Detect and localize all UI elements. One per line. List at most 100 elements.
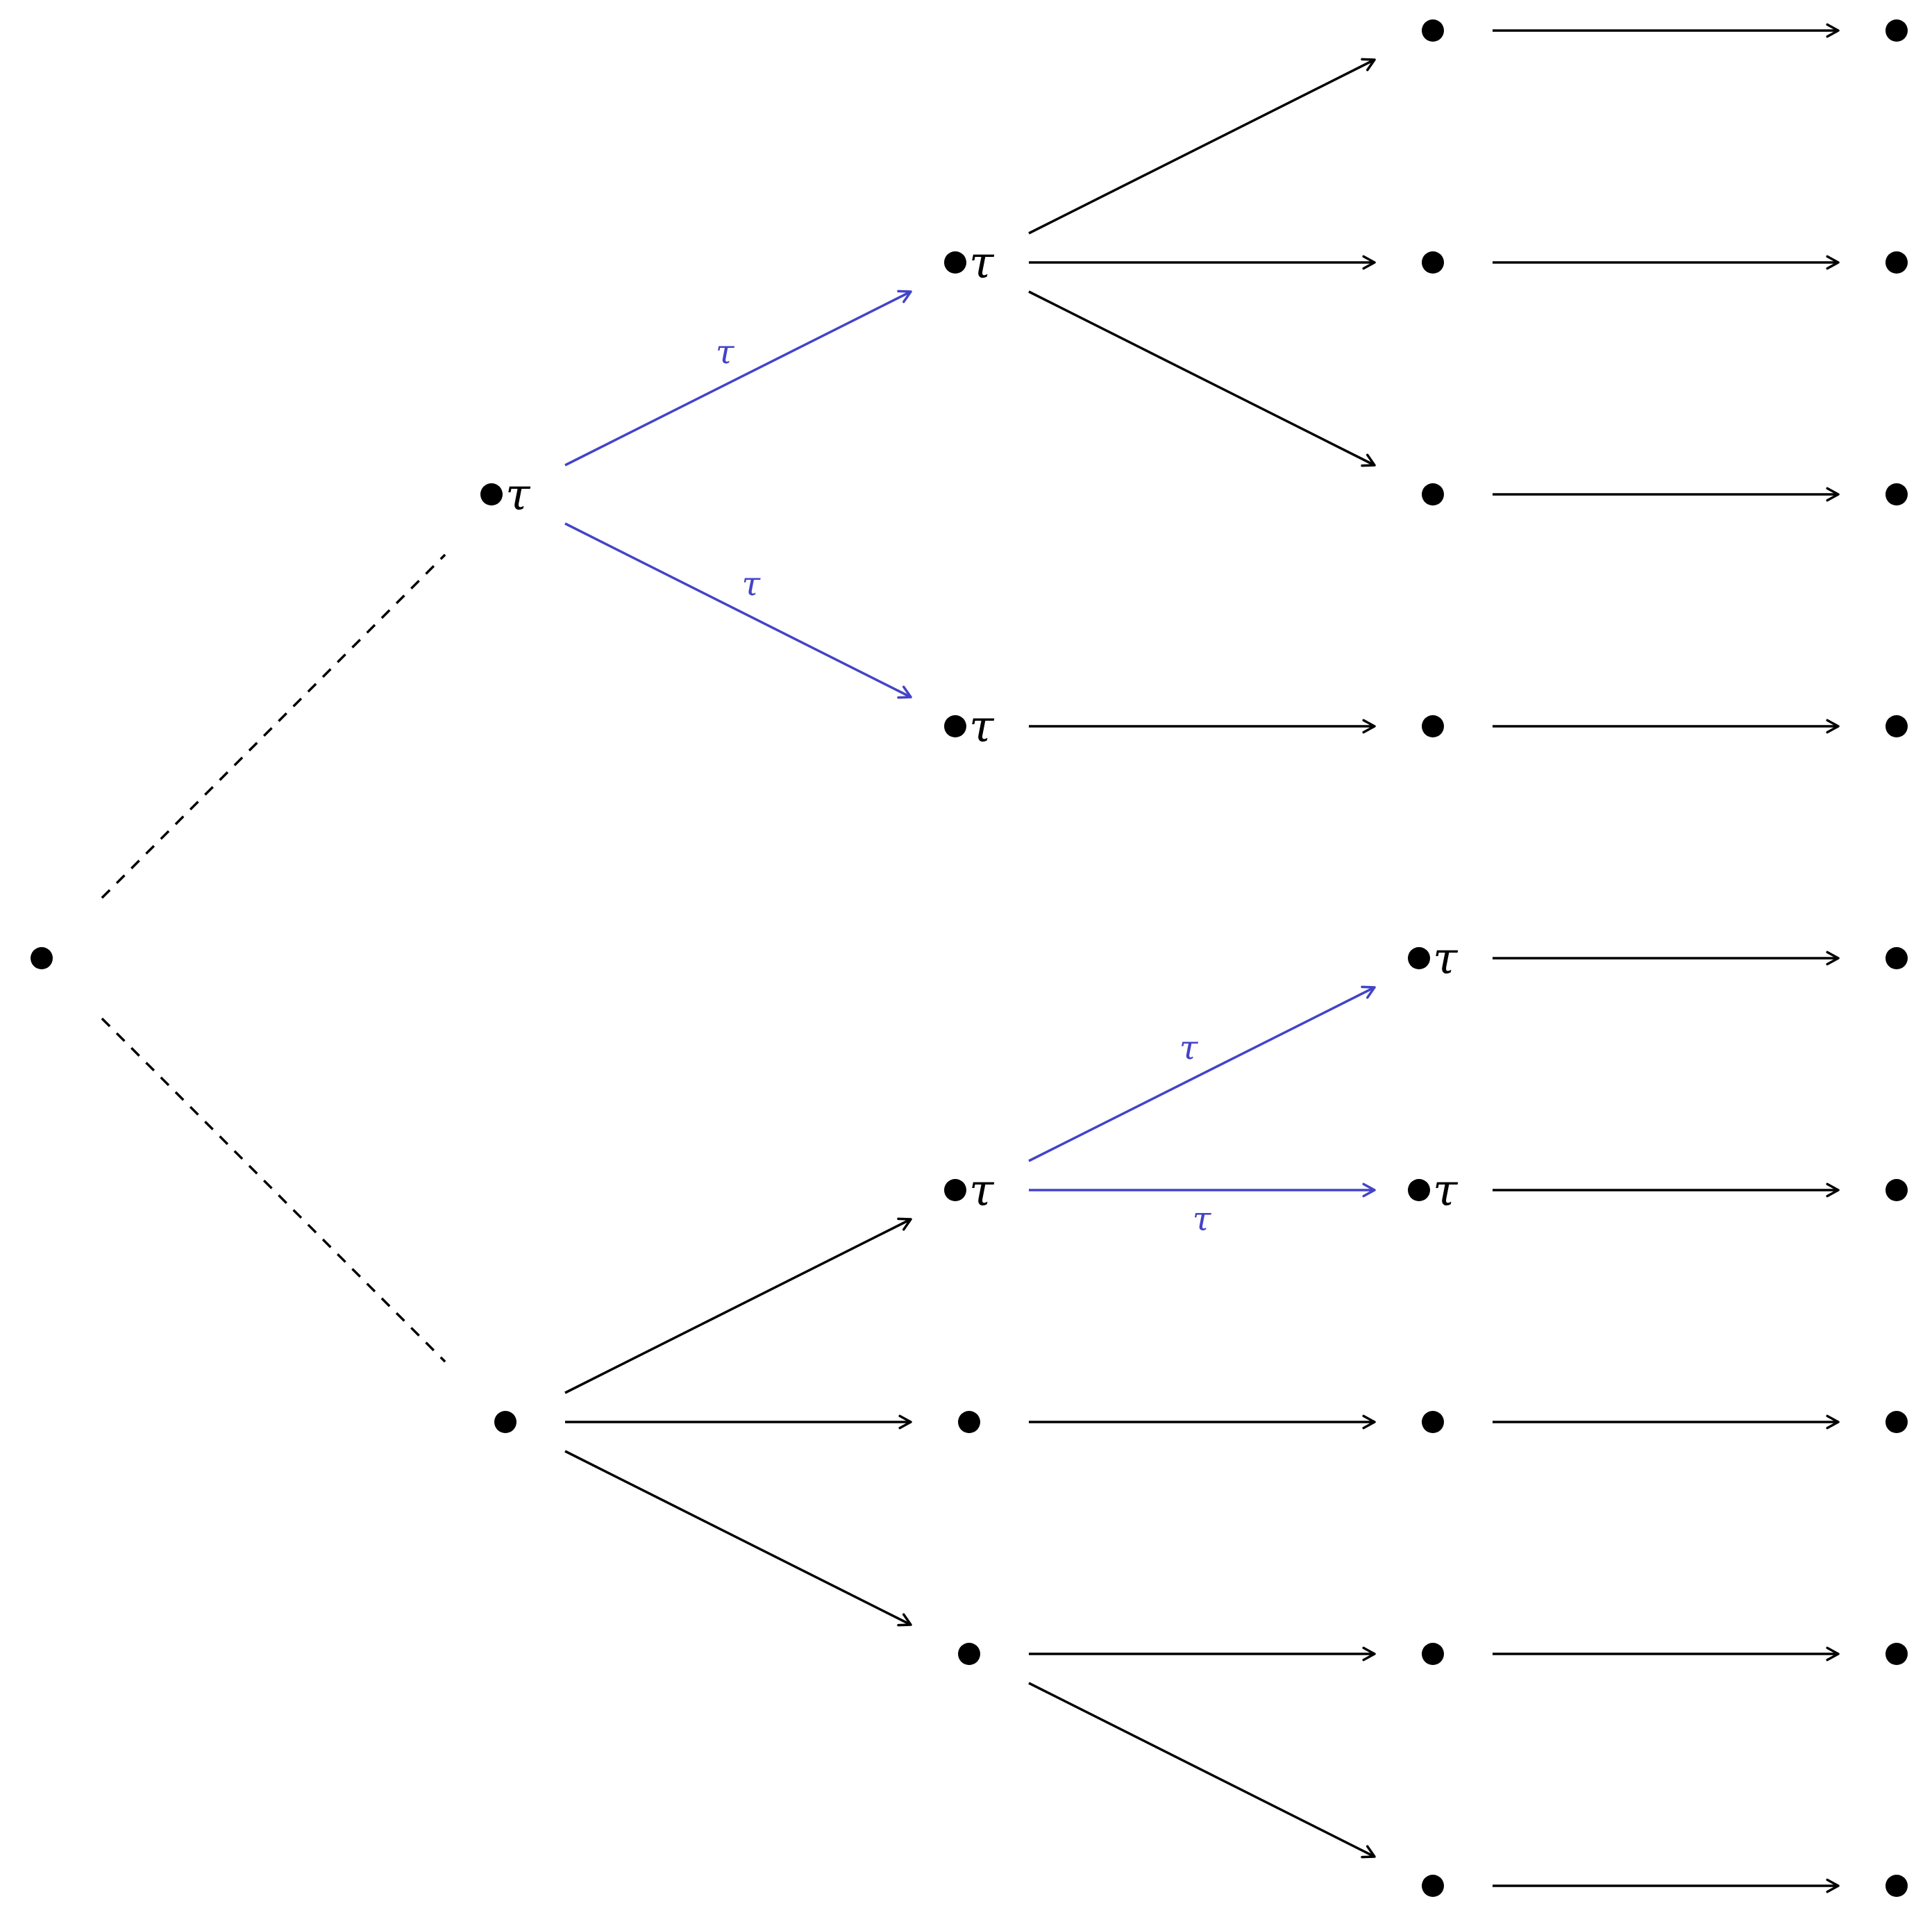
node-label: τ <box>969 237 995 289</box>
arrow-head-icon <box>1361 58 1376 72</box>
node-dot <box>1885 483 1908 505</box>
edge-label: τ <box>742 564 762 603</box>
edge-L2a-L3c <box>1028 290 1376 467</box>
node-dot <box>1885 1875 1908 1897</box>
node-dot <box>1408 1179 1430 1201</box>
arrow-head-icon <box>1362 255 1376 270</box>
arrow-head-icon <box>897 290 912 303</box>
node-dot <box>944 1179 966 1201</box>
arrow-head-icon <box>1826 951 1840 966</box>
node-dot <box>1422 19 1444 42</box>
node-dot <box>31 947 53 969</box>
node-L4d <box>1885 715 1908 737</box>
node-label: τ <box>1433 933 1459 985</box>
node-L3e: τ <box>1408 933 1459 985</box>
node-L3c <box>1422 483 1444 505</box>
node-L3f: τ <box>1408 1165 1459 1216</box>
node-L1b <box>494 1411 516 1433</box>
arrow-head-icon <box>1826 1878 1840 1893</box>
edge-L3d-L4d <box>1493 719 1840 734</box>
arrow-head-icon <box>1826 255 1840 270</box>
node-L3a <box>1422 19 1444 42</box>
node-dot <box>958 1411 980 1433</box>
edge-L3f-L4f <box>1493 1182 1840 1198</box>
node-dot <box>1885 251 1908 274</box>
node-dot <box>1885 1179 1908 1201</box>
edge-L2a-L3a <box>1028 58 1376 235</box>
edge-L3g-L4g <box>1493 1414 1840 1430</box>
node-dot <box>1408 947 1430 969</box>
node-L4e <box>1885 947 1908 969</box>
node-dot <box>944 251 966 274</box>
edge-line <box>1028 986 1375 1162</box>
arrow-head-icon <box>1362 719 1376 734</box>
edge-line <box>564 1218 912 1394</box>
node-L4f <box>1885 1179 1908 1201</box>
arrow-head-icon <box>897 1613 912 1627</box>
edge-label: τ <box>716 333 735 371</box>
node-L4h <box>1885 1643 1908 1665</box>
arrow-head-icon <box>1826 1182 1840 1198</box>
node-dot <box>958 1643 980 1665</box>
arrow-head-icon <box>1826 719 1840 734</box>
node-label: τ <box>969 701 995 753</box>
edge-L1b-L2d <box>565 1414 912 1430</box>
node-L2d <box>958 1411 980 1433</box>
edge-line <box>564 290 912 467</box>
edge-L2e-L3i <box>1028 1682 1376 1859</box>
node-root <box>31 947 53 969</box>
node-dot <box>1422 483 1444 505</box>
edge-line <box>1028 58 1375 235</box>
arrow-head-icon <box>1362 1182 1376 1198</box>
edge-label: τ <box>1193 1200 1212 1239</box>
edge-L1b-L2c <box>564 1217 912 1394</box>
edge-L1a-L2b: τ <box>564 522 912 699</box>
node-dot <box>1885 1411 1908 1433</box>
node-dot <box>1885 947 1908 969</box>
node-dot <box>1885 1643 1908 1665</box>
edge-L2a-L3b <box>1029 255 1376 270</box>
node-L3i <box>1422 1875 1444 1897</box>
arrow-head-icon <box>1826 1646 1840 1662</box>
node-L3g <box>1422 1411 1444 1433</box>
node-L2e <box>958 1643 980 1665</box>
arrow-head-icon <box>897 1217 912 1231</box>
node-L4b <box>1885 251 1908 274</box>
node-L1a: τ <box>480 469 531 521</box>
node-L2b: τ <box>944 701 995 753</box>
edge-dashed-line <box>101 553 446 899</box>
arrow-head-icon <box>1826 1414 1840 1430</box>
edge-line <box>564 1450 912 1626</box>
node-dot <box>1422 1875 1444 1897</box>
arrow-head-icon <box>1826 23 1840 38</box>
edge-dashed-line <box>101 1017 446 1363</box>
node-L3b <box>1422 251 1444 274</box>
edge-L2b-L3d <box>1029 719 1376 734</box>
edge-L2c-L3f: τ <box>1029 1182 1376 1239</box>
node-dot <box>494 1411 516 1433</box>
node-dot <box>1422 715 1444 737</box>
edge-L1b-L2e <box>564 1450 912 1627</box>
arrow-head-icon <box>1362 1646 1376 1662</box>
node-dot <box>1885 715 1908 737</box>
node-L2c: τ <box>944 1165 995 1216</box>
node-dot <box>944 715 966 737</box>
edge-L1a-L2a: τ <box>564 290 912 467</box>
edge-L2e-L3h <box>1029 1646 1376 1662</box>
node-L4i <box>1885 1875 1908 1897</box>
arrow-head-icon <box>1361 1845 1376 1859</box>
node-L3h <box>1422 1643 1444 1665</box>
edge-L3h-L4h <box>1493 1646 1840 1662</box>
node-L2a: τ <box>944 237 995 289</box>
node-dot <box>1422 1643 1444 1665</box>
edge-L2c-L3e: τ <box>1028 985 1376 1162</box>
node-dot <box>480 483 503 505</box>
arrow-head-icon <box>1361 985 1376 999</box>
arrow-head-icon <box>1361 453 1376 467</box>
arrow-head-icon <box>897 685 912 699</box>
edge-root-L1a <box>101 553 446 899</box>
node-label: τ <box>505 469 531 521</box>
edge-L3a-L4a <box>1493 23 1840 38</box>
